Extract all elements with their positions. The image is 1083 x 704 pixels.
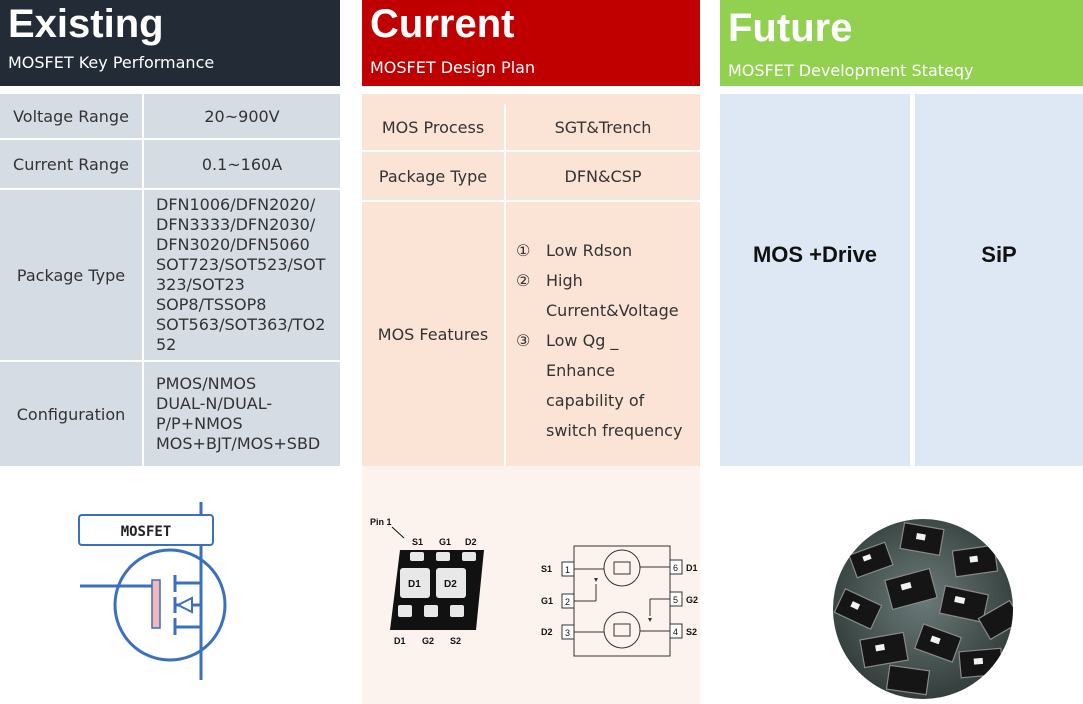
existing-header: Existing MOSFET Key Performance bbox=[0, 0, 340, 86]
future-column: Future MOSFET Development Stateqy bbox=[720, 0, 1083, 704]
existing-value-package: DFN1006/DFN2020/ DFN3333/DFN2030/ DFN302… bbox=[144, 190, 340, 360]
pkg-top-pin: S1 bbox=[412, 537, 423, 547]
feature-text: switch frequency bbox=[546, 421, 683, 440]
feature-item: Current&Voltage bbox=[516, 296, 682, 326]
pkg-top-pin: G1 bbox=[439, 537, 451, 547]
current-hline-1 bbox=[362, 150, 700, 152]
package-line: SOT723/SOT523/SOT bbox=[156, 255, 326, 274]
sch-left-pin: D2 bbox=[541, 627, 553, 637]
config-line: MOS+BJT/MOS+SBD bbox=[156, 434, 321, 453]
feature-item: ③ Low Qg _ bbox=[516, 326, 682, 356]
feature-text: capability of bbox=[546, 391, 645, 410]
package-line: SOT563/SOT363/TO2 bbox=[156, 315, 326, 334]
current-hline-2 bbox=[362, 200, 700, 202]
package-line: 323/SOT23 bbox=[156, 275, 245, 294]
config-line: PMOS/NMOS bbox=[156, 374, 257, 393]
feature-text: Low Qg _ bbox=[546, 331, 619, 350]
current-title: Current bbox=[370, 2, 515, 46]
pkg-top-pin: D2 bbox=[465, 537, 477, 547]
sch-right-num: 6 bbox=[673, 563, 678, 573]
feature-text: Current&Voltage bbox=[546, 301, 679, 320]
sch-right-pin: G2 bbox=[686, 595, 698, 605]
feature-number: ① bbox=[516, 241, 531, 260]
sch-right-num: 4 bbox=[673, 627, 678, 637]
feature-item: Enhance bbox=[516, 356, 682, 386]
feature-text: Enhance bbox=[546, 361, 615, 380]
sch-right-pin: S2 bbox=[686, 627, 697, 637]
existing-value-current: 0.1~160A bbox=[144, 140, 340, 188]
config-line: DUAL-N/DUAL- bbox=[156, 394, 273, 413]
sch-left-num: 2 bbox=[565, 597, 570, 607]
current-value-package: DFN&CSP bbox=[506, 152, 700, 200]
package-line: 52 bbox=[156, 335, 177, 354]
current-subtitle: MOSFET Design Plan bbox=[370, 58, 536, 77]
current-divider bbox=[504, 104, 506, 466]
future-item-sip: SiP bbox=[915, 94, 1083, 466]
mosfet-label: MOSFET bbox=[121, 524, 172, 540]
feature-text: Low Rdson bbox=[546, 241, 633, 260]
sch-left-pin: S1 bbox=[541, 564, 552, 574]
features-list: ① Low Rdson ② High Current&Voltage ③ Low… bbox=[516, 236, 682, 446]
future-item-mos-drive: MOS +Drive bbox=[720, 94, 910, 466]
existing-value-voltage: 20~900V bbox=[144, 94, 340, 138]
current-label-features: MOS Features bbox=[362, 202, 504, 466]
feature-item: ① Low Rdson bbox=[516, 236, 682, 266]
current-label-process: MOS Process bbox=[362, 104, 504, 150]
package-line: DFN3333/DFN2030/ bbox=[156, 215, 316, 234]
future-subtitle: MOSFET Development Stateqy bbox=[728, 61, 974, 80]
feature-item: switch frequency bbox=[516, 416, 682, 446]
pkg-bottom-pin: S2 bbox=[450, 636, 461, 646]
existing-label-voltage: Voltage Range bbox=[0, 94, 142, 138]
mosfet-symbol-icon: MOSFET bbox=[78, 502, 227, 680]
chips-photo-icon bbox=[833, 519, 1013, 699]
future-title: Future bbox=[728, 6, 853, 50]
feature-item: capability of bbox=[516, 386, 682, 416]
pkg-bottom-pin: G2 bbox=[422, 636, 434, 646]
pkg-bottom-pin: D1 bbox=[394, 636, 406, 646]
sch-left-num: 1 bbox=[565, 565, 570, 575]
current-label-package: Package Type bbox=[362, 152, 504, 200]
future-header: Future MOSFET Development Stateqy bbox=[720, 0, 1083, 86]
existing-label-config: Configuration bbox=[0, 362, 142, 466]
sch-right-pin: D1 bbox=[686, 563, 698, 573]
pkg-pad: D2 bbox=[444, 579, 457, 590]
current-value-process: SGT&Trench bbox=[506, 104, 700, 150]
config-line: P/P+NMOS bbox=[156, 414, 243, 433]
sch-left-num: 3 bbox=[565, 628, 570, 638]
existing-value-config: PMOS/NMOS DUAL-N/DUAL- P/P+NMOS MOS+BJT/… bbox=[144, 362, 340, 466]
dual-mosfet-schematic-icon: S1 G1 D2 1 2 3 6 5 4 D1 G2 S2 bbox=[541, 545, 698, 657]
sch-left-pin: G1 bbox=[541, 596, 553, 606]
pkg-pad: D1 bbox=[408, 579, 421, 590]
feature-text: High bbox=[546, 271, 583, 290]
existing-subtitle: MOSFET Key Performance bbox=[8, 53, 215, 72]
feature-item: ② High bbox=[516, 266, 682, 296]
existing-title: Existing bbox=[8, 2, 164, 46]
existing-label-current: Current Range bbox=[0, 140, 142, 188]
pin1-label: Pin 1 bbox=[370, 517, 392, 527]
sch-right-num: 5 bbox=[673, 595, 678, 605]
package-line: DFN3020/DFN5060 bbox=[156, 235, 310, 254]
existing-column: Existing MOSFET Key Performance Voltage … bbox=[0, 0, 340, 704]
package-line: SOP8/TSSOP8 bbox=[156, 295, 267, 314]
feature-number: ③ bbox=[516, 331, 531, 350]
existing-label-package: Package Type bbox=[0, 190, 142, 360]
package-line: DFN1006/DFN2020/ bbox=[156, 195, 316, 214]
current-header: Current MOSFET Design Plan bbox=[362, 0, 700, 86]
dfn-package-icon: Pin 1 S1 G1 D2 D1 D2 D1 G2 S2 bbox=[370, 517, 484, 646]
feature-number: ② bbox=[516, 271, 531, 290]
